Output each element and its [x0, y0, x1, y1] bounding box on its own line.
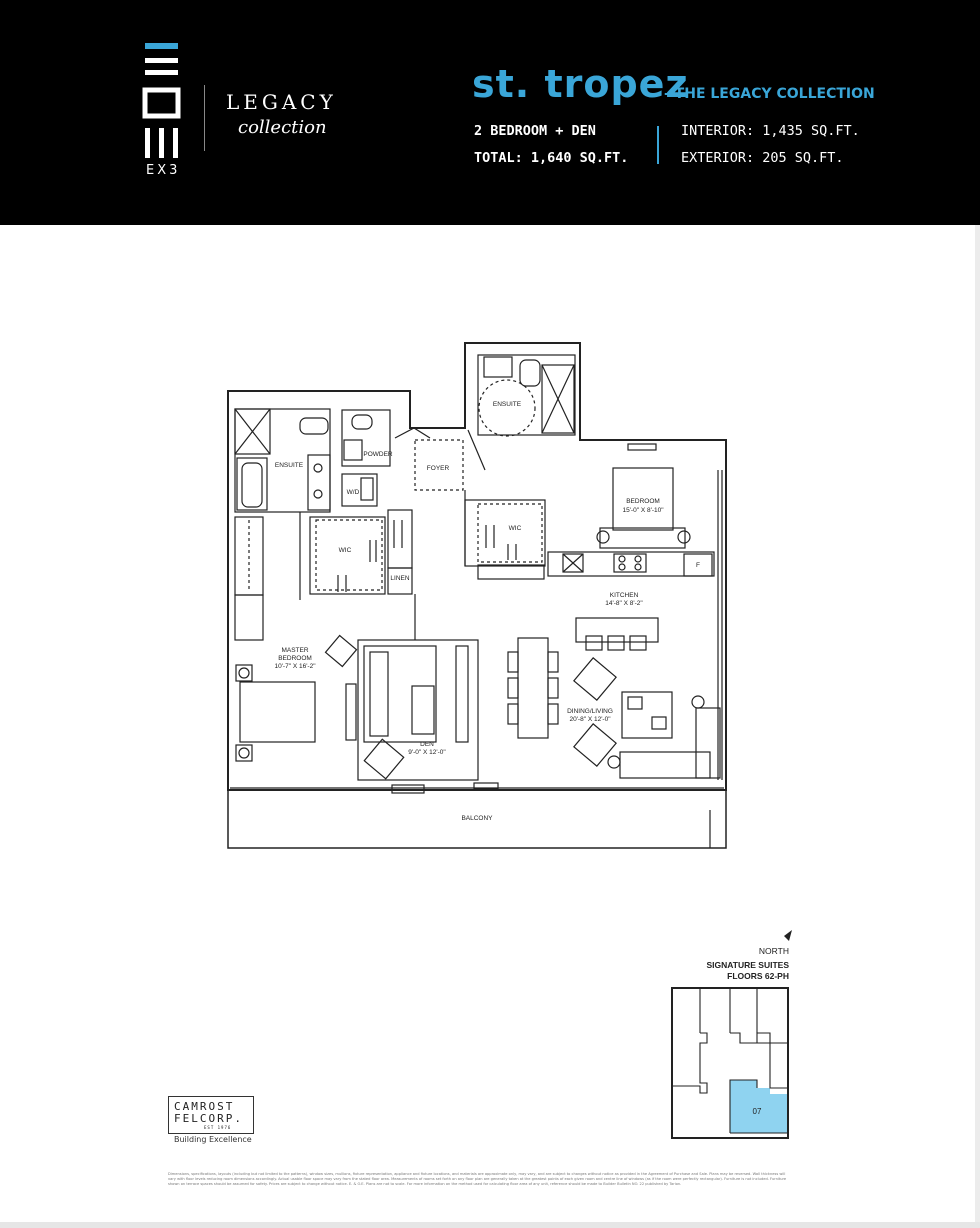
- room-wic-left: WIC: [339, 547, 352, 554]
- room-linen: LINEN: [390, 575, 409, 582]
- developer-logo-box: [168, 1096, 254, 1134]
- header-divider: [204, 85, 205, 151]
- keyplan-unit: 07: [753, 1107, 762, 1116]
- developer-est: EST 1976: [204, 1125, 232, 1130]
- logo-text: EX3: [146, 163, 181, 178]
- suite-collection: - THE LEGACY COLLECTION: [664, 86, 875, 102]
- keyplan-title-1: SIGNATURE SUITES: [707, 960, 790, 970]
- developer-tagline: Building Excellence: [174, 1135, 252, 1144]
- room-kitchen-dim: 14'-8" X 8'-2": [605, 600, 643, 607]
- room-dining: DINING/LIVING: [567, 708, 613, 715]
- room-ensuite-top: ENSUITE: [493, 401, 522, 408]
- room-kitchen: KITCHEN: [610, 592, 639, 599]
- developer-name-2: FELCORP.: [174, 1112, 243, 1125]
- suite-total-area: TOTAL: 1,640 SQ.FT.: [474, 150, 629, 166]
- keyplan-title-2: FLOORS 62-PH: [727, 971, 789, 981]
- collection-wordmark: collection: [238, 117, 327, 138]
- room-powder: POWDER: [363, 451, 393, 458]
- room-foyer: FOYER: [427, 465, 450, 472]
- suite-interior-area: INTERIOR: 1,435 SQ.FT.: [681, 123, 860, 139]
- suite-exterior-area: EXTERIOR: 205 SQ.FT.: [681, 150, 844, 166]
- room-bedroom-dim: 15'-0" X 8'-10": [622, 507, 664, 514]
- header-banner: [0, 0, 980, 225]
- room-den: DEN: [420, 741, 434, 748]
- room-den-dim: 9'-0" X 12'-0": [408, 749, 446, 756]
- room-balcony: BALCONY: [461, 815, 493, 822]
- north-label: NORTH: [759, 946, 789, 956]
- key-plan: 07: [671, 987, 789, 1139]
- fridge-label: F: [696, 562, 700, 569]
- room-dining-dim: 20'-8" X 12'-0": [569, 716, 611, 723]
- developer-logo: CAMROST FELCORP. EST 1976: [174, 1101, 243, 1131]
- room-ensuite-left: ENSUITE: [275, 462, 304, 469]
- room-wd: W/D: [347, 489, 360, 496]
- legacy-wordmark: LEGACY: [226, 90, 337, 114]
- room-master: MASTER: [281, 647, 308, 654]
- suite-type: 2 BEDROOM + DEN: [474, 123, 596, 139]
- spec-divider: [657, 126, 659, 164]
- room-bedroom: BEDROOM: [626, 498, 660, 505]
- room-master-2: BEDROOM: [278, 655, 312, 662]
- north-arrow-icon: [784, 930, 792, 941]
- footer-bar: [0, 1222, 980, 1228]
- legal-disclaimer: Dimensions, specifications, layouts (inc…: [168, 1172, 787, 1186]
- ex3-logo-mark: [142, 43, 181, 158]
- suite-name: st. tropez: [472, 62, 689, 106]
- developer-name-1: CAMROST: [174, 1100, 235, 1113]
- page-edge: [975, 225, 980, 1228]
- room-wic-right: WIC: [509, 525, 522, 532]
- room-master-dim: 10'-7" X 16'-2": [274, 663, 316, 670]
